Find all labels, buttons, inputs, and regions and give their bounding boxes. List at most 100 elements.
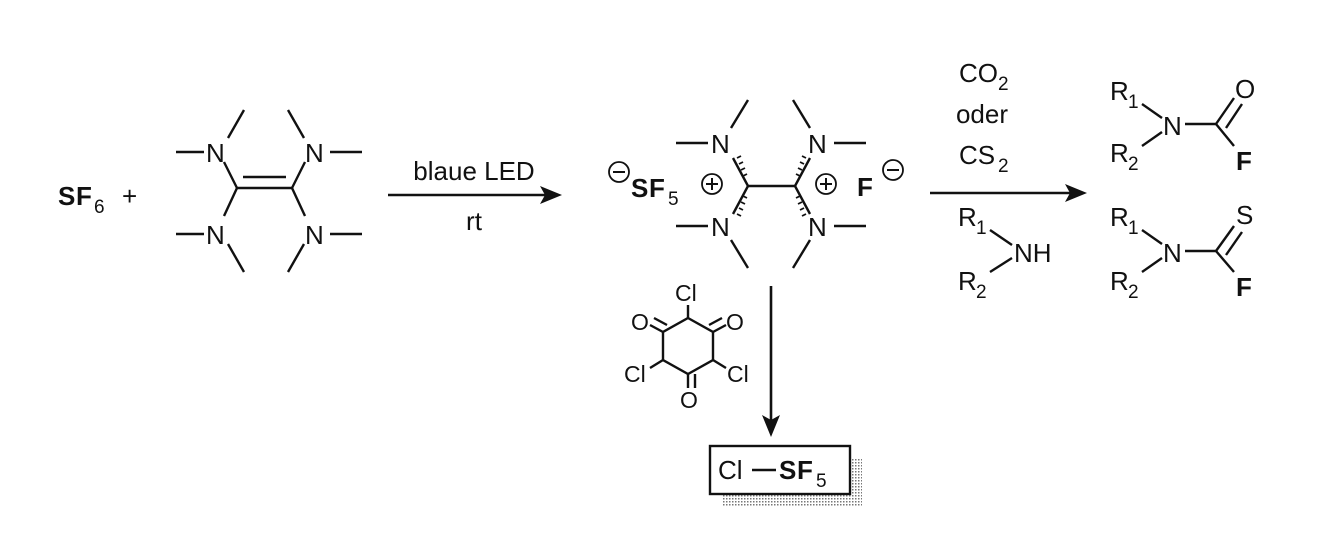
bond — [290, 187, 307, 217]
bond — [222, 161, 239, 189]
nitrogen-atom: N — [808, 212, 827, 242]
ccl-bond — [712, 358, 727, 370]
methyl-bond — [286, 243, 306, 273]
product-r2: R — [1110, 138, 1129, 168]
nitrogen-atom: N — [206, 220, 225, 250]
clsf5-sulfur: S — [779, 455, 796, 485]
nitrogen-atom: N — [711, 129, 730, 159]
product-r1: R — [1110, 76, 1129, 106]
amine-bond — [989, 256, 1013, 274]
product-r1-subscript: 1 — [1128, 218, 1139, 239]
nitrogen-atom: N — [305, 220, 324, 250]
product-r2: R — [1110, 266, 1129, 296]
plus-sign: + — [122, 181, 137, 211]
amine-r2: R — [958, 266, 977, 296]
amine-r2-subscript: 2 — [976, 282, 987, 303]
fluoride-anion: F — [857, 172, 873, 202]
product-r1-subscript: 1 — [1128, 92, 1139, 113]
bond — [1215, 250, 1235, 273]
methyl-bond — [791, 239, 812, 269]
sf6-fluorine: F — [76, 181, 92, 211]
clsf5-product-box: Cl S F 5 — [708, 444, 862, 506]
product-r2-subscript: 2 — [1128, 282, 1139, 303]
oxygen-atom: O — [631, 309, 649, 335]
arrow-head — [1065, 184, 1087, 202]
product-oxygen: O — [1235, 74, 1255, 104]
product-r2-subscript: 2 — [1128, 154, 1139, 175]
nitrogen-atom: N — [206, 138, 225, 168]
clsf5-chlorine: Cl — [718, 455, 743, 485]
nitrogen-atom: N — [711, 212, 730, 242]
methyl-bond — [729, 239, 750, 269]
sf5-anion-subscript: 5 — [668, 189, 679, 210]
oxygen-atom: O — [680, 387, 698, 413]
amine-nh: NH — [1014, 238, 1052, 268]
amine-r1-subscript: 1 — [976, 218, 987, 239]
methyl-bond — [791, 99, 812, 129]
tdae-donor-structure: N N N N — [176, 109, 362, 273]
trichloro-cyclohexanetrione: Cl O O Cl Cl O — [624, 280, 749, 413]
bond — [1141, 229, 1163, 245]
chlorine-atom: Cl — [624, 361, 646, 387]
box-frame — [708, 444, 852, 496]
reagent-co2: CO — [959, 58, 998, 88]
bond — [222, 187, 239, 217]
sf6-subscript: 6 — [94, 197, 105, 218]
clsf5-fluorine: F — [797, 455, 813, 485]
nitrogen-atom: N — [808, 129, 827, 159]
methyl-bond — [226, 109, 246, 139]
product-r1: R — [1110, 202, 1129, 232]
cn-bond — [731, 157, 750, 187]
bond — [1141, 257, 1163, 273]
bond — [1141, 131, 1163, 147]
plus-charge-icon — [701, 173, 723, 195]
reagent-or-word: oder — [956, 99, 1008, 129]
product-carbamoyl-fluoride: R 1 R 2 N O F — [1110, 74, 1255, 176]
product-sulfur: S — [1236, 200, 1253, 230]
amine-bond — [989, 229, 1013, 246]
amine-r1: R — [958, 202, 977, 232]
step1-condition-light: blaue LED — [413, 156, 534, 186]
co-bond — [649, 323, 664, 334]
arrow-head — [540, 186, 562, 204]
cn-bond — [731, 185, 750, 215]
step1-arrow: blaue LED rt — [388, 156, 562, 236]
product-thiocarbamoyl-fluoride: R 1 R 2 N S F — [1110, 200, 1253, 303]
bond — [1215, 123, 1235, 147]
step2-arrow: CO 2 oder CS 2 R 1 R 2 NH — [930, 58, 1087, 303]
chlorination-arrow — [762, 286, 780, 437]
bond — [290, 161, 307, 189]
product-fluorine: F — [1236, 272, 1252, 302]
reagent-cs2: CS — [959, 140, 995, 170]
minus-charge-icon — [882, 159, 904, 181]
delocalization-dashes — [736, 155, 807, 217]
co-double-bond-b — [1225, 103, 1243, 129]
methyl-bond — [226, 243, 246, 273]
cn-bond — [793, 157, 812, 187]
co-double-bond-a — [1215, 97, 1235, 125]
sf6-reactant: S F 6 + — [58, 181, 137, 218]
co-bond-b — [653, 316, 668, 327]
chlorine-atom: Cl — [727, 361, 749, 387]
cs-double-bond-a — [1215, 225, 1235, 252]
arrow-head — [762, 415, 780, 437]
oxygen-atom: O — [726, 309, 744, 335]
nitrogen-atom: N — [305, 138, 324, 168]
co-bond — [712, 323, 727, 334]
chlorine-atom: Cl — [675, 280, 697, 306]
bond — [1141, 103, 1163, 119]
plus-charge-icon — [815, 173, 837, 195]
methyl-bond — [729, 99, 750, 129]
ring — [661, 316, 715, 376]
sf5-anion-sulfur: S — [631, 173, 648, 203]
product-fluorine: F — [1236, 146, 1252, 176]
reagent-co2-subscript: 2 — [998, 74, 1009, 95]
ccl-bond — [649, 358, 664, 370]
product-nitrogen: N — [1163, 238, 1182, 268]
minus-charge-icon — [608, 161, 630, 183]
sf6-sulfur: S — [58, 181, 75, 211]
intermediate-salt: S F 5 — [608, 99, 904, 269]
cn-bond — [793, 185, 812, 215]
cs-double-bond-b — [1225, 231, 1243, 256]
sf5-anion-fluorine: F — [649, 173, 665, 203]
